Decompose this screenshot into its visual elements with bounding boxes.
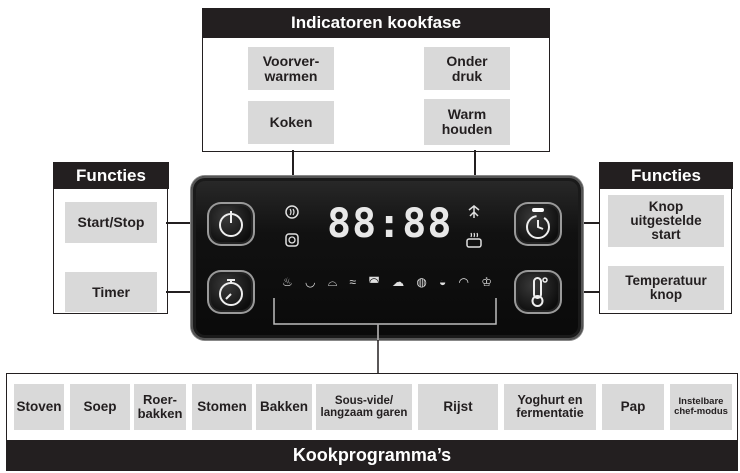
delayed-start-label: Knop uitgestelde start xyxy=(608,195,724,247)
bake-icon: ◚ xyxy=(368,275,380,289)
timer-label: Timer xyxy=(65,272,157,312)
program-yoghurt: Yoghurt en fermentatie xyxy=(504,384,596,430)
phase-preheat-label: Voorver- warmen xyxy=(248,47,334,90)
program-pap: Pap xyxy=(602,384,664,430)
program-stomen: Stomen xyxy=(192,384,252,430)
connector-line xyxy=(474,150,476,195)
connector-line xyxy=(166,291,210,293)
program-bakken: Bakken xyxy=(256,384,312,430)
time-display: 88:88 xyxy=(327,201,453,247)
start-stop-button[interactable] xyxy=(207,202,255,246)
chef-mode-icon: ♔ xyxy=(481,275,492,289)
programs-row: Stoven Soep Roer- bakken Stomen Bakken S… xyxy=(14,384,736,430)
thermometer-icon xyxy=(531,277,548,307)
steam-icon: ≈ xyxy=(349,275,356,289)
pressure-icon xyxy=(468,205,480,218)
start-stop-label: Start/Stop xyxy=(65,202,157,243)
phase-indicators-title: Indicatoren kookfase xyxy=(202,8,550,38)
program-bracket xyxy=(273,298,497,374)
porridge-icon: ◠ xyxy=(458,275,469,289)
program-rijst: Rijst xyxy=(418,384,498,430)
delayed-start-button[interactable] xyxy=(514,202,562,246)
yoghurt-icon: ◒ xyxy=(439,275,447,289)
program-roerbakken: Roer- bakken xyxy=(134,384,186,430)
stew-icon: ♨ xyxy=(282,275,293,289)
cooking-icon xyxy=(285,233,299,247)
temperature-button[interactable] xyxy=(514,270,562,314)
timer-button[interactable] xyxy=(207,270,255,314)
program-sous-vide: Sous-vide/ langzaam garen xyxy=(316,384,412,430)
keep-warm-icon xyxy=(466,232,482,248)
program-icons-row: ♨ ◡ ⌓ ≈ ◚ ☁ ◍ ◒ ◠ ♔ xyxy=(282,272,492,292)
control-panel xyxy=(191,176,583,340)
soup-icon: ◡ xyxy=(304,275,316,289)
clock-icon xyxy=(526,208,550,239)
stir-fry-icon: ⌓ xyxy=(327,274,338,289)
program-stoven: Stoven xyxy=(14,384,64,430)
phase-keepwarm-label: Warm houden xyxy=(424,99,510,145)
rice-icon: ◍ xyxy=(416,275,427,289)
program-soep: Soep xyxy=(70,384,130,430)
program-chef-mode: Instelbare chef-modus xyxy=(670,384,732,430)
phase-cooking-label: Koken xyxy=(248,101,334,144)
stopwatch-icon xyxy=(219,279,243,306)
connector-line xyxy=(166,222,210,224)
power-icon xyxy=(219,211,243,237)
functions-right-title: Functies xyxy=(599,162,733,189)
phase-pressure-label: Onder druk xyxy=(424,47,510,90)
temperature-label: Temperatuur knop xyxy=(608,266,724,310)
functions-left-title: Functies xyxy=(53,162,169,189)
programs-title: Kookprogramma’s xyxy=(6,440,738,471)
sous-vide-icon: ☁ xyxy=(392,275,405,289)
connector-line xyxy=(292,150,294,195)
preheat-icon xyxy=(285,205,299,219)
